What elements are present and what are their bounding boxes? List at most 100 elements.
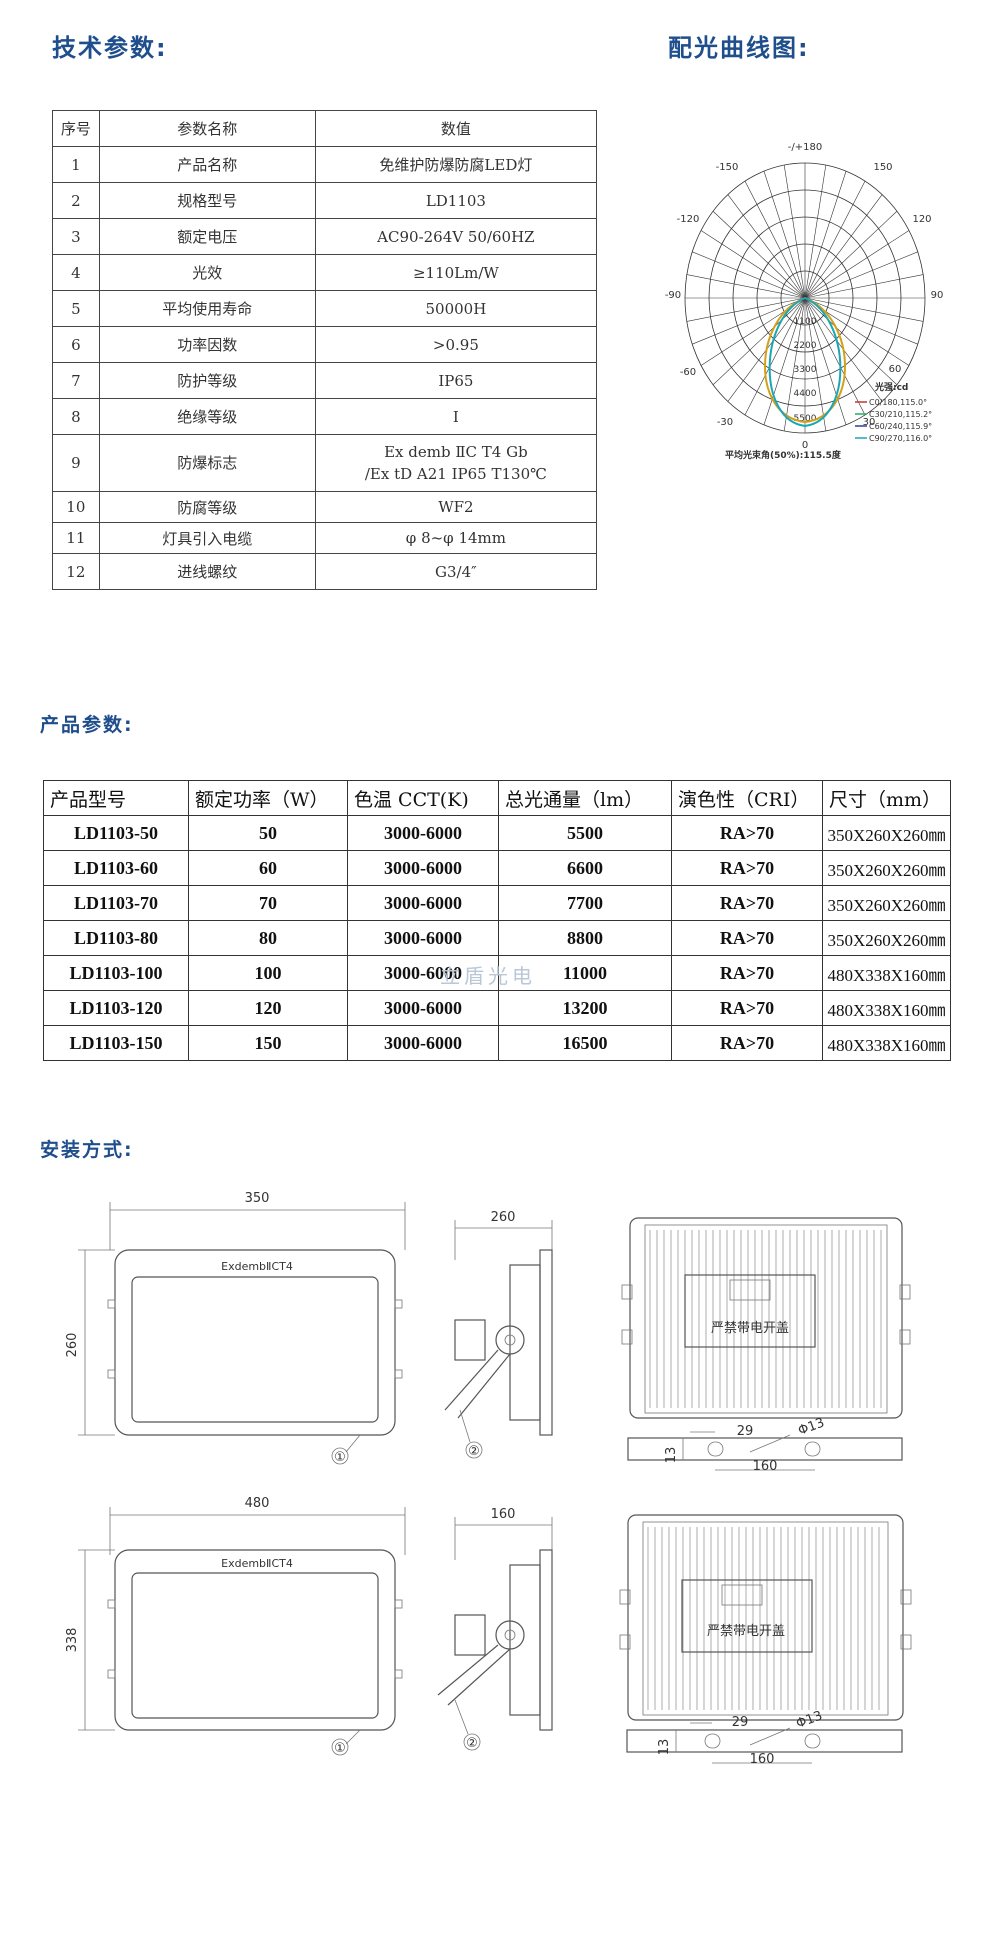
table-cell: 10 (52, 491, 100, 523)
header-cell: 尺寸（mm） (822, 780, 951, 816)
table-cell: RA>70 (671, 920, 823, 956)
table-row: 10 防腐等级 WF2 (52, 491, 598, 523)
table-row: 7 防护等级 IP65 (52, 362, 598, 399)
front-view-large: 480 338 ExdembⅡCT4 ① (65, 1496, 406, 1756)
dimension-label: 260 (491, 1210, 516, 1225)
table-cell: 100 (188, 955, 348, 991)
polar-spoke (804, 297, 924, 322)
tech-params-table: 序号 参数名称 数值 1 产品名称 免维护防爆防腐LED灯 2 规格型号 LD1… (52, 110, 598, 590)
table-cell: 11 (52, 522, 100, 554)
table-cell: 平均使用寿命 (98, 290, 316, 327)
polar-spoke (727, 194, 806, 299)
table-cell: 额定电压 (98, 218, 316, 255)
polar-spoke (763, 297, 806, 425)
table-cell: 防爆标志 (98, 434, 316, 492)
polar-spoke (783, 297, 806, 431)
angle-label: -30 (717, 417, 733, 428)
table-cell: 3000-6000 (347, 990, 499, 1026)
angle-label: 120 (912, 214, 931, 225)
polar-spoke (686, 274, 806, 299)
header-cell: 序号 (52, 110, 100, 147)
table-cell: 免维护防爆防腐LED灯 (314, 146, 598, 183)
polar-spoke (804, 297, 847, 425)
table-cell: RA>70 (671, 1025, 823, 1061)
table-header-row: 序号 参数名称 数值 (52, 110, 598, 147)
header-cell: 参数名称 (98, 110, 316, 147)
table-cell: φ 8~φ 14mm (314, 522, 598, 554)
intensity-curve-a (764, 296, 846, 424)
side-view-large: 160 ② (437, 1507, 553, 1751)
table-cell: 8 (52, 398, 100, 435)
table-cell: G3/4″ (314, 553, 598, 590)
beam-angle-label: 平均光束角(50%):115.5度 (725, 449, 842, 461)
table-cell: 防护等级 (98, 362, 316, 399)
install-heading: 安装方式: (40, 1139, 134, 1161)
polar-spoke (692, 251, 806, 299)
table-cell: 9 (52, 434, 100, 492)
polar-spoke (692, 297, 806, 345)
table-row: 3 额定电压 AC90-264V 50/60HZ (52, 218, 598, 255)
dimension-label: 29 (732, 1715, 749, 1730)
table-cell: 3000-6000 (347, 1025, 499, 1061)
product-params-heading: 产品参数: (40, 714, 134, 736)
polar-spoke (804, 171, 847, 299)
polar-spoke (804, 297, 866, 416)
angle-label: -120 (677, 214, 700, 225)
table-row: 2 规格型号 LD1103 (52, 182, 598, 219)
table-cell: 灯具引入电缆 (98, 522, 316, 554)
table-row: 9 防爆标志 Ex demb ⅡC T4 Gb /Ex tD A21 IP65 … (52, 434, 598, 492)
table-row: 1 产品名称 免维护防爆防腐LED灯 (52, 146, 598, 183)
table-cell: 7700 (498, 885, 672, 921)
polar-spoke (804, 274, 924, 299)
table-cell: 8800 (498, 920, 672, 956)
dimension-label: 260 (65, 1333, 80, 1358)
angle-label: 30 (863, 417, 876, 428)
marking-label: ExdembⅡCT4 (221, 1260, 293, 1273)
table-cell: 50000H (314, 290, 598, 327)
table-cell: LD1103-150 (43, 1025, 189, 1061)
table-row: 4 光效 ≥110Lm/W (52, 254, 598, 291)
table-cell: 6600 (498, 850, 672, 886)
intensity-curve-b (768, 296, 842, 428)
table-cell: 产品名称 (98, 146, 316, 183)
callout-number: ② (468, 1444, 480, 1459)
light-distribution-polar-diagram: -/+180 -150 150 -120 120 -90 90 -60 60 -… (665, 142, 944, 461)
polar-spoke (686, 297, 806, 322)
front-view-small: 350 260 ExdembⅡCT4 ① (65, 1191, 406, 1465)
table-cell: LD1103-60 (43, 850, 189, 886)
table-cell: Ex demb ⅡC T4 Gb /Ex tD A21 IP65 T130℃ (314, 434, 598, 492)
table-cell: 进线螺纹 (98, 553, 316, 590)
angle-label: -150 (716, 162, 739, 173)
header-cell: 总光通量（lm） (498, 780, 672, 816)
dimension-label: 480 (245, 1496, 270, 1511)
table-cell: WF2 (314, 491, 598, 523)
table-cell: 光效 (98, 254, 316, 291)
polar-spoke (804, 211, 898, 299)
table-cell: 350X260X260㎜ (822, 920, 951, 956)
dimension-label: 29 (737, 1424, 754, 1439)
warning-label: 严禁带电开盖 (707, 1624, 785, 1639)
marking-label: ExdembⅡCT4 (221, 1557, 293, 1570)
callout-number: ② (466, 1736, 478, 1751)
table-cell: RA>70 (671, 885, 823, 921)
polar-spoke (700, 230, 806, 299)
polar-spoke (804, 251, 918, 299)
product-params-table: 产品型号 额定功率（W） 色温 CCT(K) 总光通量（lm） 演色性（CRI）… (43, 780, 951, 1061)
table-cell: >0.95 (314, 326, 598, 363)
polar-spoke (804, 297, 918, 345)
table-cell: 防腐等级 (98, 491, 316, 523)
header-cell: 产品型号 (43, 780, 189, 816)
table-cell: 50 (188, 815, 348, 851)
table-cell: 3000-6000 (347, 850, 499, 886)
table-cell: 5500 (498, 815, 672, 851)
table-cell: 350X260X260㎜ (822, 885, 951, 921)
table-cell: RA>70 (671, 955, 823, 991)
table-cell: LD1103-70 (43, 885, 189, 921)
dimension-label: 160 (491, 1507, 516, 1522)
table-cell: 6 (52, 326, 100, 363)
